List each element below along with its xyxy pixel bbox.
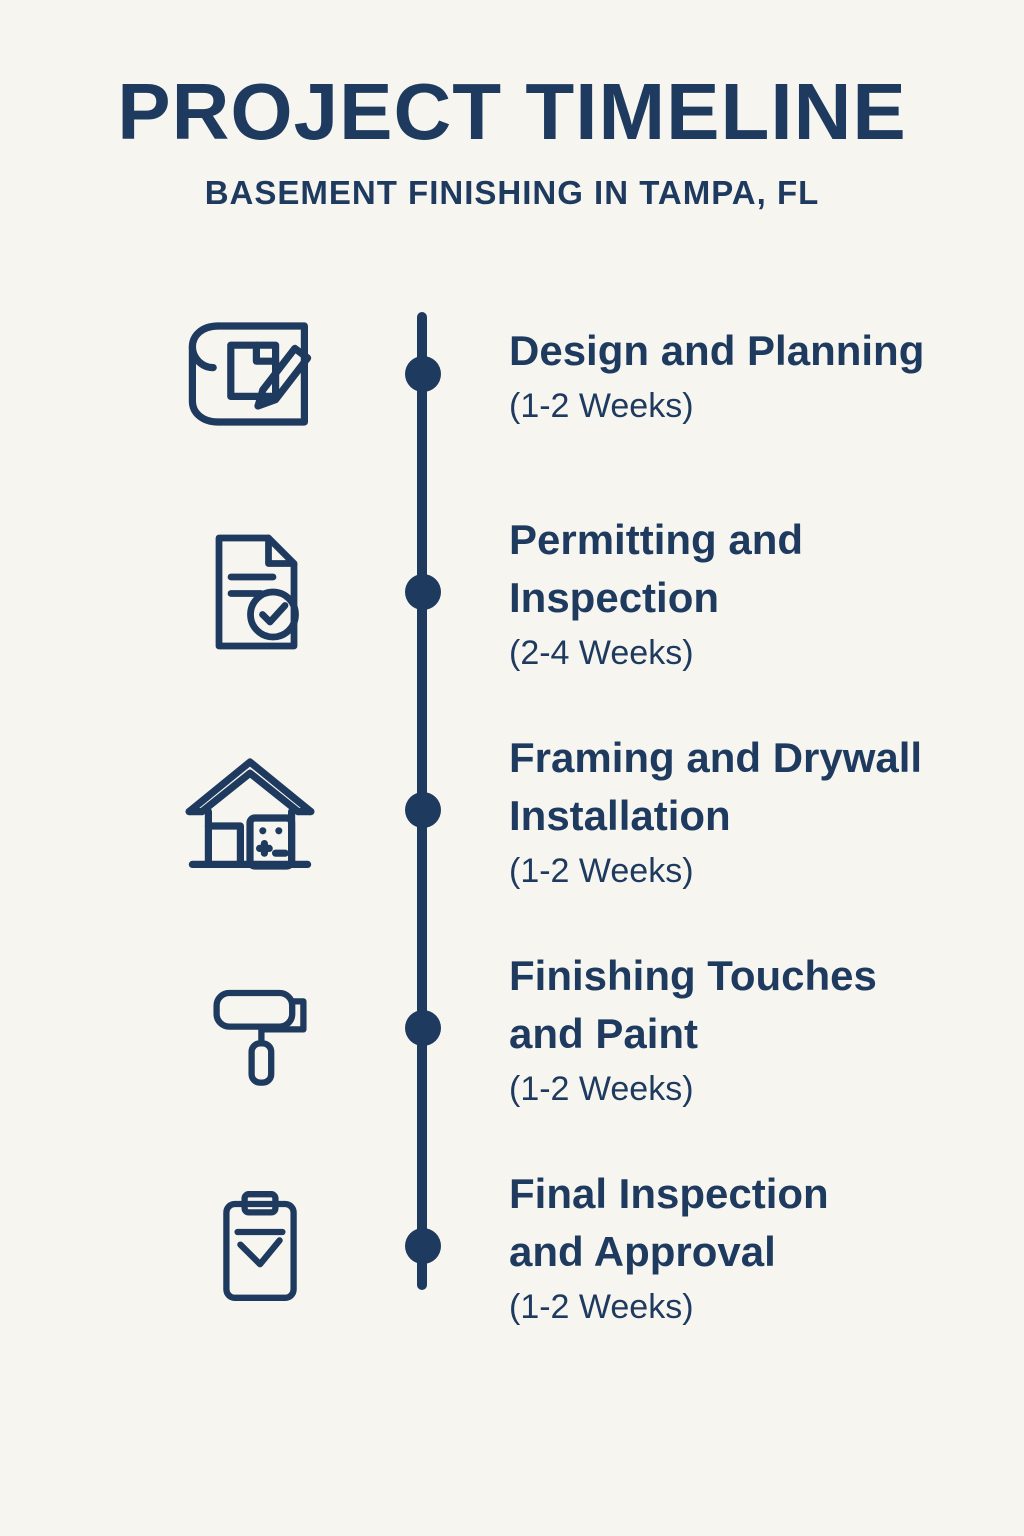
timeline-item-duration: (1-2 Weeks) — [509, 851, 694, 890]
header: PROJECT TIMELINE BASEMENT FINISHING IN T… — [0, 0, 1024, 212]
timeline-dot-cell — [404, 356, 441, 392]
timeline-dot — [404, 356, 441, 392]
timeline-dot — [404, 1228, 441, 1264]
paint-roller-icon — [190, 958, 330, 1098]
timeline-dot — [404, 574, 441, 610]
blueprint-pencil-icon — [170, 294, 330, 454]
timeline-item-text: Permitting and Inspection (2-4 Weeks) — [495, 511, 1024, 673]
timeline-item-design-planning: Design and Planning (1-2 Weeks) — [0, 284, 1024, 464]
timeline-dot — [404, 1010, 441, 1046]
timeline-dot-cell — [404, 792, 441, 828]
timeline-item-title: Final Inspection and Approval — [509, 1170, 829, 1275]
timeline-dot-cell — [404, 1010, 441, 1046]
timeline-item-text: Final Inspection and Approval (1-2 Weeks… — [495, 1165, 1024, 1327]
timeline-item-finishing-paint: Finishing Touches and Paint (1-2 Weeks) — [0, 938, 1024, 1118]
timeline-dot-cell — [404, 1228, 441, 1264]
timeline-item-text: Finishing Touches and Paint (1-2 Weeks) — [495, 947, 1024, 1109]
document-check-icon — [180, 517, 330, 667]
timeline-item-title: Permitting and Inspection — [509, 516, 804, 621]
house-calculator-icon — [170, 730, 330, 890]
timeline-item-framing-drywall: Framing and Drywall Installation (1-2 We… — [0, 720, 1024, 900]
clipboard-check-icon — [190, 1176, 330, 1316]
timeline-item-title: Finishing Touches and Paint — [509, 952, 877, 1057]
timeline-item-duration: (1-2 Weeks) — [509, 1069, 694, 1108]
timeline-item-title: Framing and Drywall Installation — [509, 734, 923, 839]
timeline-item-duration: (1-2 Weeks) — [509, 1287, 694, 1326]
timeline-item-permitting-inspection: Permitting and Inspection (2-4 Weeks) — [0, 502, 1024, 682]
timeline-item-final-inspection: Final Inspection and Approval (1-2 Weeks… — [0, 1156, 1024, 1336]
timeline: Design and Planning (1-2 Weeks) P — [0, 284, 1024, 1336]
timeline-item-duration: (1-2 Weeks) — [509, 386, 694, 425]
page-title: PROJECT TIMELINE — [117, 67, 907, 156]
timeline-item-text: Framing and Drywall Installation (1-2 We… — [495, 729, 1024, 891]
infographic-page: PROJECT TIMELINE BASEMENT FINISHING IN T… — [0, 0, 1024, 1336]
page-subtitle: BASEMENT FINISHING IN TAMPA, FL — [204, 174, 820, 211]
timeline-dot — [404, 792, 441, 828]
timeline-item-duration: (2-4 Weeks) — [509, 633, 694, 672]
timeline-dot-cell — [404, 574, 441, 610]
timeline-item-text: Design and Planning (1-2 Weeks) — [495, 322, 1024, 426]
timeline-item-title: Design and Planning — [509, 327, 925, 375]
